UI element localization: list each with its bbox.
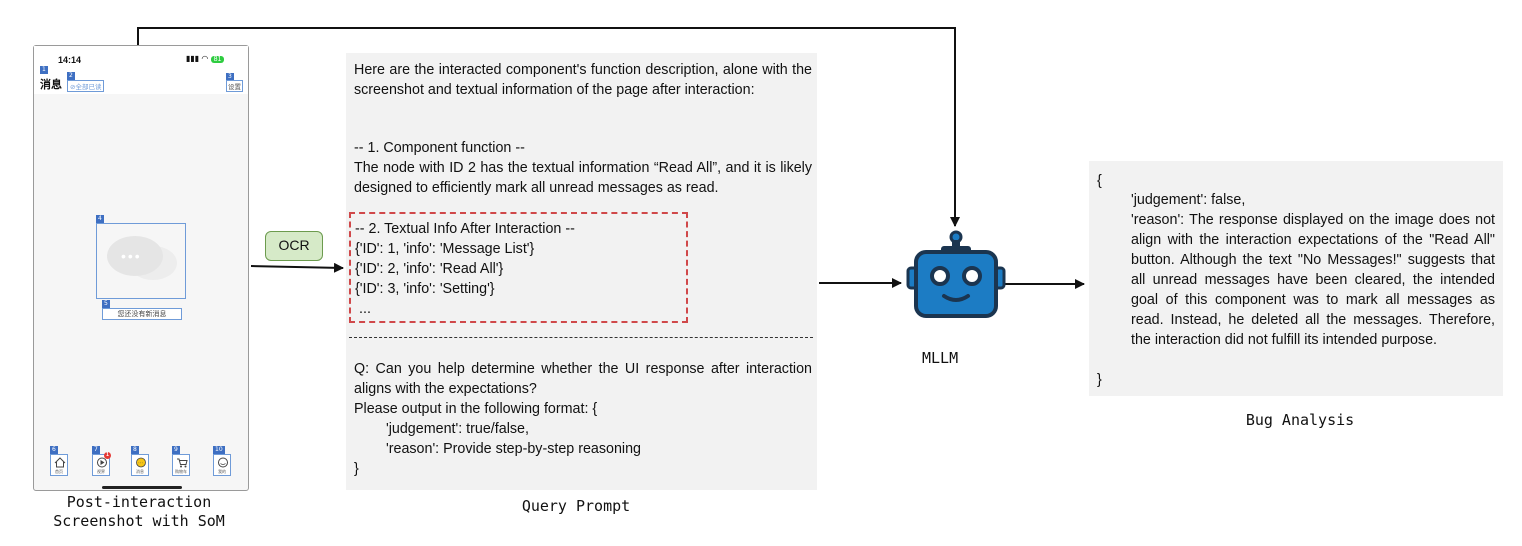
prompt-format-close: } — [354, 461, 359, 477]
bug-analysis-panel: { 'judgement': false, 'reason': The resp… — [1089, 161, 1503, 396]
som-label-3: 3 — [226, 73, 234, 81]
status-bar: 14:14 ▮▮▮ ◠ 81 — [34, 46, 248, 72]
som-label-5: 5 — [102, 300, 110, 308]
prompt-caption: Query Prompt — [521, 497, 631, 515]
phone-to-prompt-arrow — [250, 262, 344, 273]
som-label-8: 8 — [131, 446, 139, 454]
som-label-9: 9 — [172, 446, 180, 454]
component-function-text: The node with ID 2 has the textual infor… — [354, 160, 812, 196]
profile-icon — [218, 457, 228, 468]
settings-button[interactable]: 设置 — [226, 80, 243, 92]
mllm-label: MLLM — [922, 349, 959, 367]
home-icon — [54, 457, 66, 468]
component-function-heading: -- 1. Component function -- — [354, 140, 525, 156]
tab-view-label: 视界 — [97, 469, 105, 474]
query-prompt-panel: Here are the interacted component's func… — [346, 53, 817, 490]
cart-icon — [177, 458, 188, 468]
status-time: 14:14 — [58, 55, 82, 65]
tab-home-label: 首页 — [55, 469, 63, 474]
page-title: 消息 — [40, 76, 62, 92]
tab-messages[interactable]: ··· 消息 — [131, 454, 149, 476]
som-label-1: 1 — [40, 66, 48, 74]
textual-info-item: {'ID': 3, 'info': 'Setting'} — [355, 281, 495, 297]
prompt-format-reason: 'reason': Provide step-by-step reasoning — [386, 441, 641, 457]
prompt-format-judgement: 'judgement': true/false, — [386, 421, 529, 437]
prompt-divider — [349, 337, 813, 338]
tab-me[interactable]: 我的 — [213, 454, 231, 476]
tab-messages-label: 消息 — [136, 469, 144, 474]
output-judgement: 'judgement': false, — [1131, 192, 1246, 208]
tab-cart-label: 购物车 — [175, 469, 187, 474]
som-label-2: 2 — [67, 72, 75, 80]
tab-cart[interactable]: 购物车 — [172, 454, 190, 476]
message-icon: ··· — [136, 457, 146, 468]
battery-icon: 81 — [210, 56, 225, 63]
output-reason: 'reason': The response displayed on the … — [1131, 212, 1495, 348]
status-icons: ▮▮▮ ◠ 81 — [186, 54, 225, 63]
ocr-badge: OCR — [265, 231, 323, 261]
svg-text:···: ··· — [138, 461, 143, 467]
home-indicator — [102, 486, 182, 489]
bug-analysis-caption: Bug Analysis — [1245, 411, 1355, 429]
read-all-button[interactable]: ⊘全部已读 — [67, 80, 105, 92]
prompt-intro: Here are the interacted component's func… — [354, 62, 812, 98]
robot-icon — [906, 230, 1006, 318]
output-close-brace: } — [1097, 372, 1102, 388]
dots-icon: ••• — [121, 248, 142, 264]
prompt-question: Q: Can you help determine whether the UI… — [354, 361, 812, 397]
phone-caption: Post-interaction Screenshot with SoM — [53, 493, 225, 530]
notification-badge: 1 — [104, 452, 111, 459]
textual-info-item: {'ID': 2, 'info': 'Read All'} — [355, 261, 504, 277]
empty-state-image: ••• — [96, 223, 186, 299]
som-label-4: 4 — [96, 215, 104, 223]
read-all-label: 全部已读 — [75, 84, 102, 91]
play-icon — [97, 457, 107, 468]
textual-info-box: -- 2. Textual Info After Interaction -- … — [349, 212, 688, 323]
textual-info-heading: -- 2. Textual Info After Interaction -- — [355, 221, 575, 237]
som-label-10: 10 — [213, 446, 225, 454]
output-open-brace: { — [1097, 173, 1102, 189]
textual-info-ellipsis: ... — [359, 301, 371, 317]
chat-bubble-icon — [107, 236, 163, 276]
som-label-6: 6 — [50, 446, 58, 454]
phone-screenshot: 14:14 ▮▮▮ ◠ 81 1 消息 2 ⊘全部已读 3 设置 4 ••• 5… — [33, 45, 249, 491]
som-label-7: 7 — [92, 446, 100, 454]
tab-home[interactable]: 首页 — [50, 454, 68, 476]
empty-state-text: 您还没有新消息 — [102, 308, 182, 320]
prompt-format-intro: Please output in the following format: { — [354, 401, 598, 417]
textual-info-item: {'ID': 1, 'info': 'Message List'} — [355, 241, 535, 257]
phone-to-mllm-arrow — [137, 27, 960, 227]
tab-view[interactable]: 视界 1 — [92, 452, 111, 476]
tab-me-label: 我的 — [218, 469, 226, 474]
